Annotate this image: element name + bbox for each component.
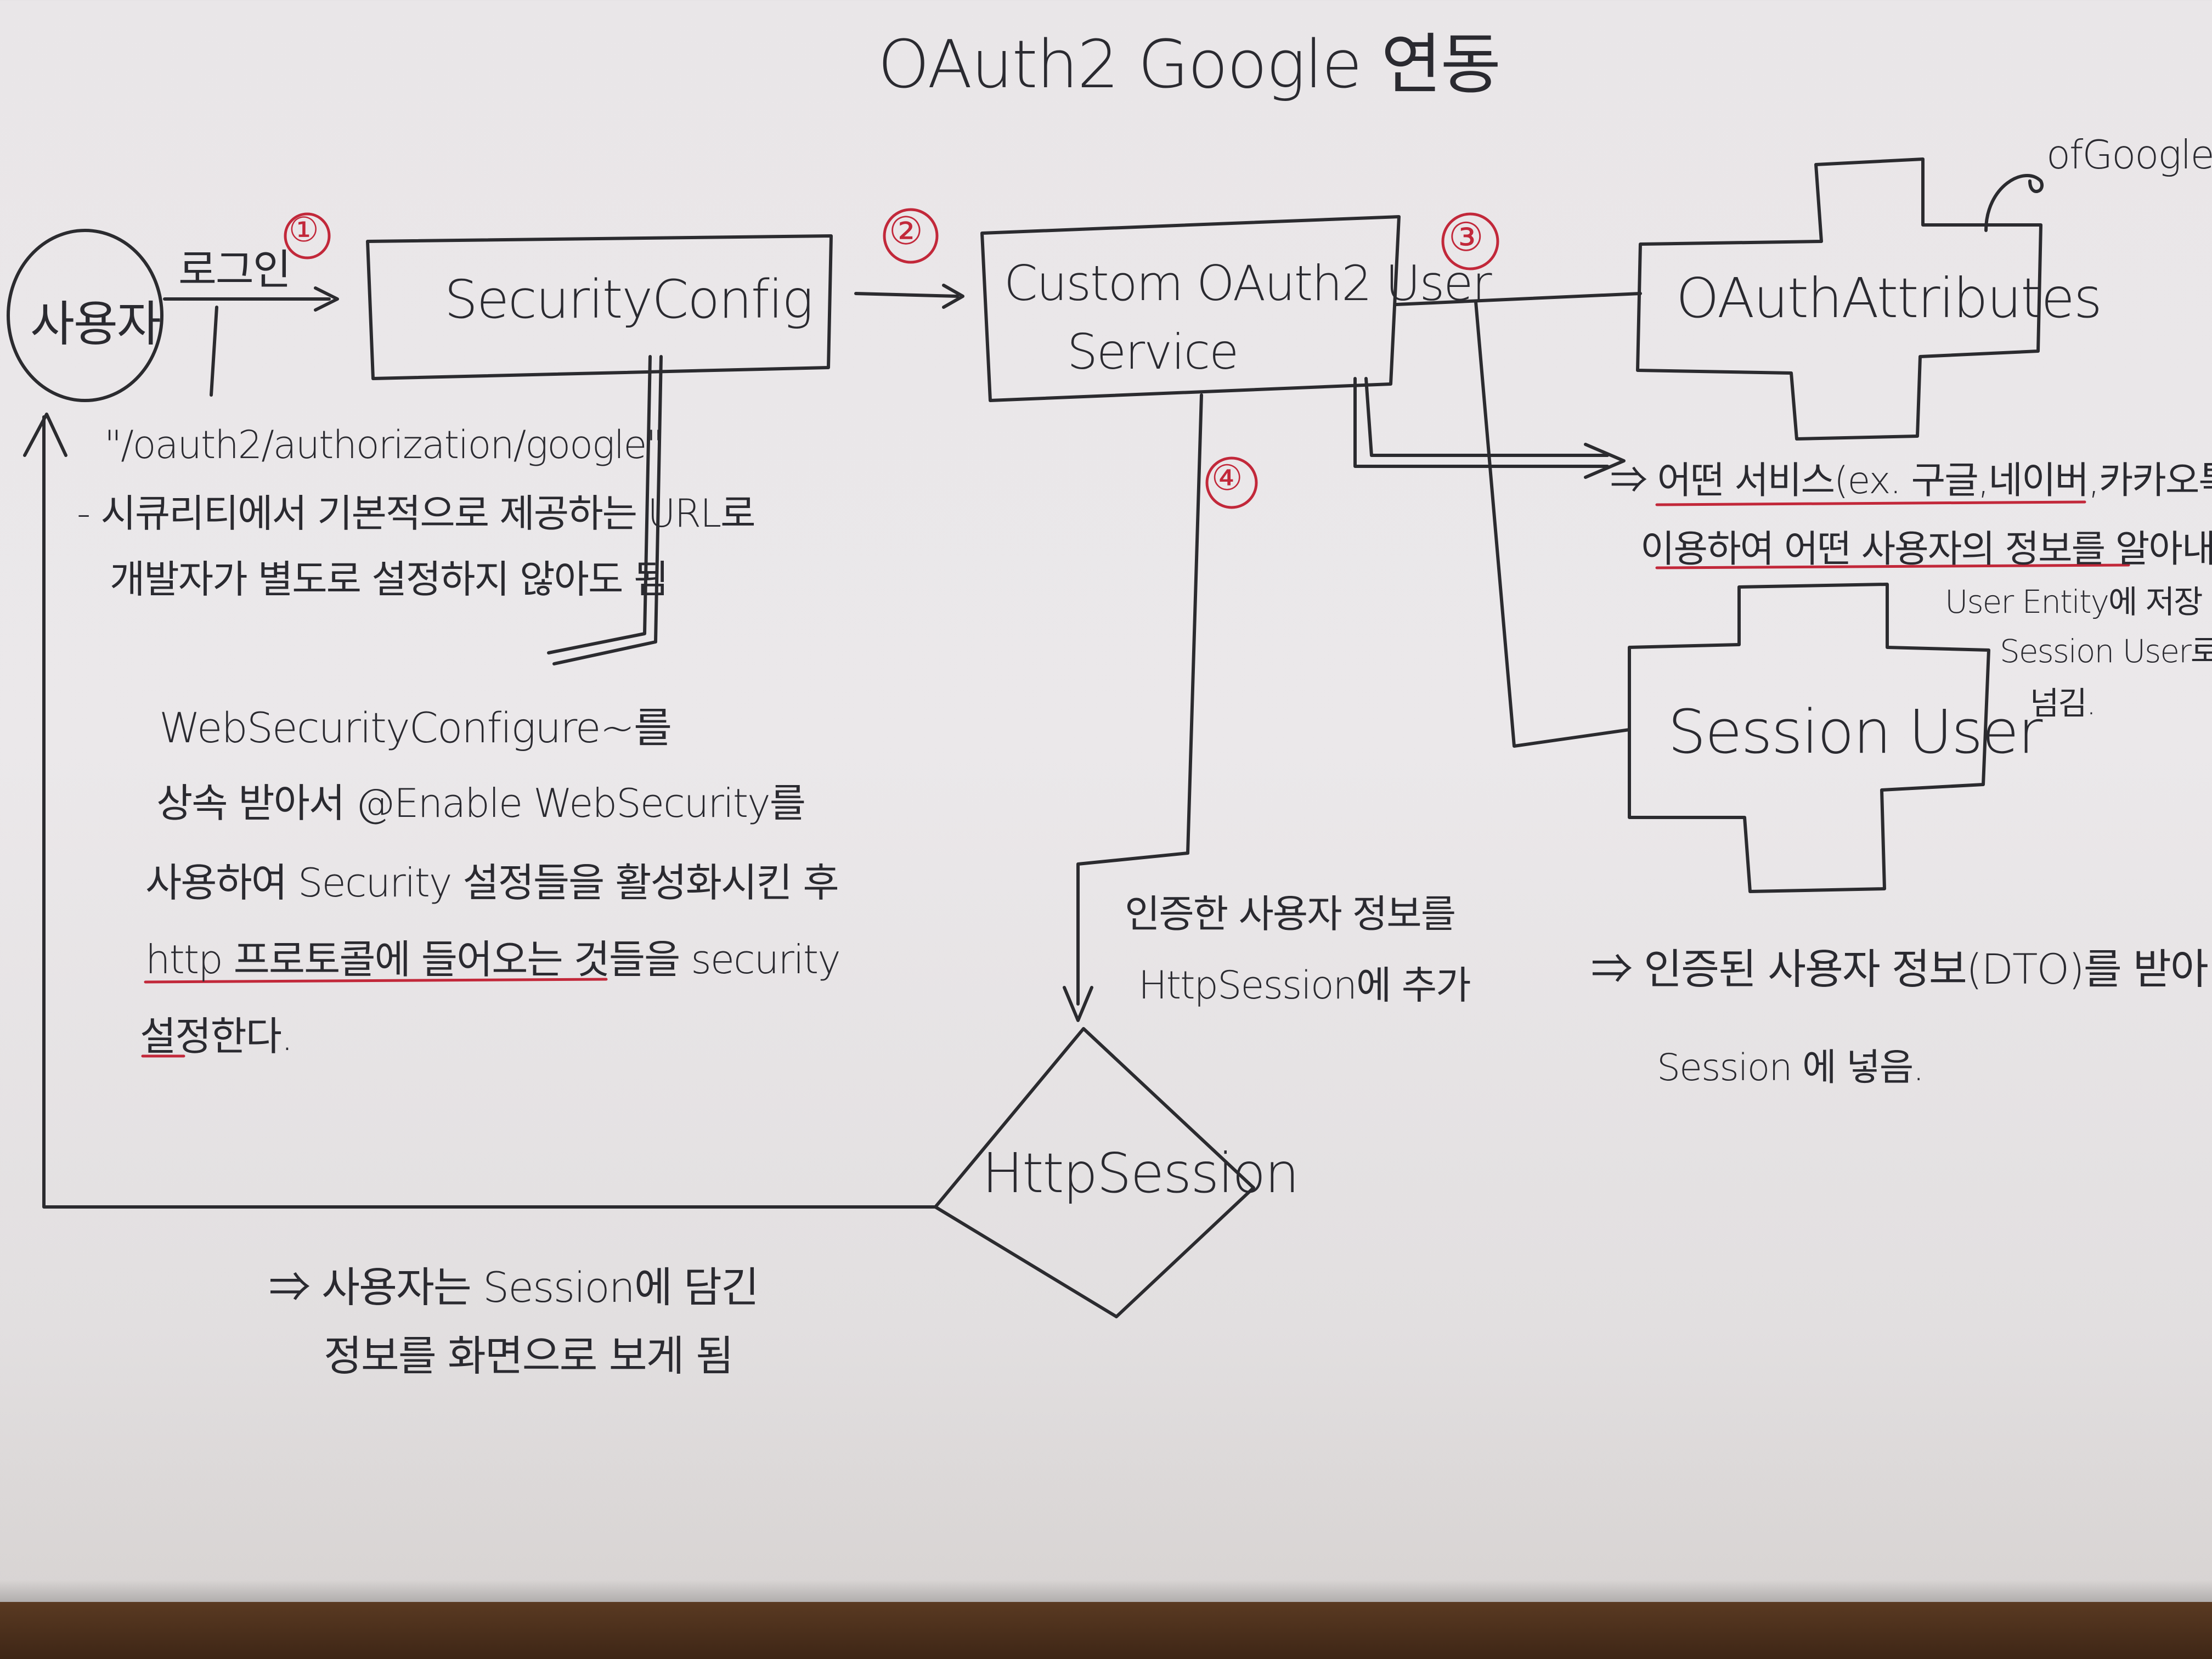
bottom-note-line1: ⇒ 사용자는 Session에 담긴 (269, 1263, 759, 1312)
step1-circle (284, 212, 331, 259)
session-user-label: Session User (1668, 697, 2042, 767)
of-google-hook (1984, 174, 2044, 232)
edge-service-to-sessionuser (1474, 300, 1631, 748)
attr-note-line2: 이용하여 어떤 사용자의 정보를 알아내고 (1640, 528, 2212, 571)
wsc-note-line2: 상속 받아서 @Enable WebSecurity를 (156, 780, 806, 826)
url-note-line1: "/oauth2/authorization/google" (104, 422, 664, 467)
attr-note-line3: User Entity에 저장 후 (1945, 583, 2212, 620)
edge-step4-arrow (1063, 393, 1203, 1022)
login-label: 로그인 (178, 245, 291, 294)
bottom-note-line2: 정보를 화면으로 보게 됨 (324, 1331, 734, 1380)
user-node-label: 사용자 (30, 296, 161, 352)
underline-attr-line1 (1655, 500, 2086, 506)
oauth-attributes-box (1636, 157, 2042, 441)
edge-step2-arrow (854, 284, 964, 309)
oauth-attributes-label: OAuthAttributes (1676, 266, 2102, 330)
attr-note-line4: Session User로 (2000, 633, 2212, 670)
step3-circle (1441, 212, 1499, 270)
edge-step3-line (1395, 292, 1642, 306)
http-session-label: HttpSession (982, 1141, 1300, 1205)
session-user-box (1628, 583, 1990, 893)
wsc-note-line3: 사용하여 Security 설정들을 활성화시킨 후 (145, 860, 839, 906)
step2-number: ② (889, 208, 923, 253)
custom-service-box (980, 215, 1401, 402)
underline-attr-line2 (1655, 563, 2130, 569)
url-note-line3: 개발자가 별도로 설정하지 않아도 됨 (110, 557, 669, 602)
step3-number: ③ (1448, 214, 1484, 260)
url-note-line2: - 시큐리티에서 기본적으로 제공하는 URL로 (77, 491, 756, 536)
security-config-box (366, 234, 833, 380)
paper-shadow (0, 1580, 2212, 1602)
wsc-note-line5: 설정한다. (140, 1013, 294, 1059)
of-google-label: ofGoogle (2046, 132, 2212, 178)
step4-number: ④ (1211, 458, 1243, 499)
user-node-circle (7, 229, 163, 402)
step1-number: ① (289, 210, 319, 250)
edge-session-to-user (23, 413, 937, 1209)
security-config-label: SecurityConfig (444, 269, 814, 330)
session-note-line1: 인증한 사용자 정보를 (1125, 891, 1456, 936)
attr-note-line1: ⇒ 어떤 서비스(ex. 구글,네이버,카카오톡 등)을 (1610, 459, 2212, 503)
wsc-note-line1: WebSecurityConfigure~를 (159, 703, 672, 752)
edge-config-to-note (547, 355, 663, 665)
page-title: OAuth2 Google 연동 (878, 27, 1501, 103)
custom-service-label-2: Service (1067, 324, 1239, 380)
login-tick (210, 306, 218, 397)
underline-protocol (144, 978, 608, 984)
http-session-diamond (934, 1027, 1255, 1318)
attr-note-line5: 넘김. (2030, 685, 2096, 722)
edge-login-arrow (163, 286, 339, 312)
custom-service-label-1: Custom OAuth2 User (1004, 255, 1492, 312)
dto-note-line1: ⇒ 인증된 사용자 정보(DTO)를 받아 (1591, 945, 2209, 994)
edge-attr-note-arrow (1353, 377, 1626, 479)
step2-circle (883, 208, 939, 264)
step4-circle (1205, 456, 1258, 509)
dto-note-line2: Session 에 넣음. (1657, 1046, 1925, 1090)
wooden-table (0, 1602, 2212, 1659)
session-note-line2: HttpSession에 추가 (1138, 963, 1471, 1008)
wsc-note-line4: http 프로토콜에 들어오는 것들을 security (145, 936, 841, 983)
